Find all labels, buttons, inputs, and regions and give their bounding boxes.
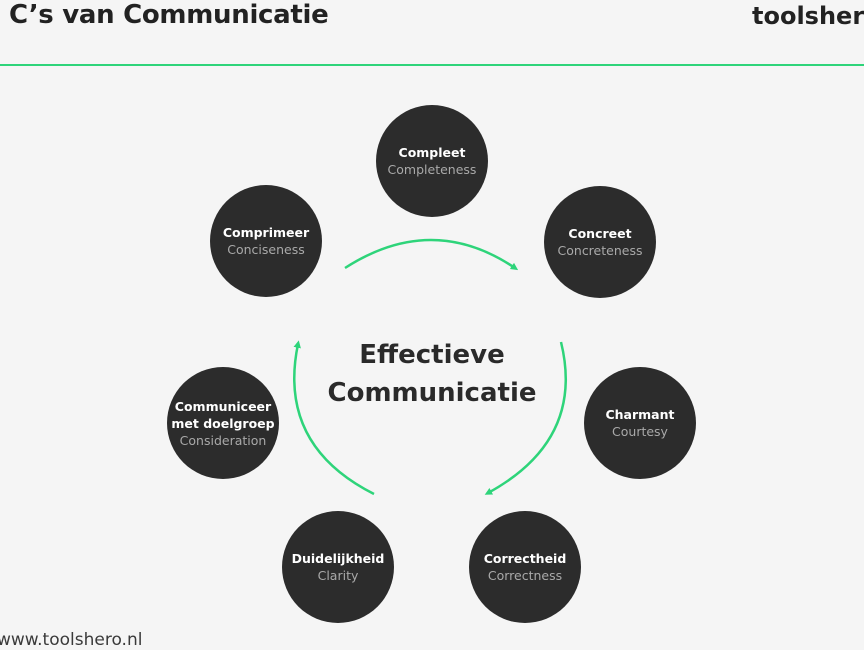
node-label: Correctheid xyxy=(483,551,567,566)
footer-url: www.toolshero.nl xyxy=(0,630,143,650)
node-comprimeer: Comprimeer Conciseness xyxy=(210,185,322,297)
node-sublabel: Correctness xyxy=(487,568,563,583)
node-label: Compleet xyxy=(398,145,466,160)
node-sublabel: Clarity xyxy=(317,568,359,583)
arrow-top-icon xyxy=(344,238,519,271)
node-compleet: Compleet Completeness xyxy=(376,105,488,217)
center-title: Effectieve Communicatie xyxy=(312,336,552,412)
node-sublabel: Concreteness xyxy=(557,243,643,258)
node-sublabel: Consideration xyxy=(179,432,267,448)
node-correctheid: Correctheid Correctness xyxy=(469,511,581,623)
node-sublabel: Courtesy xyxy=(612,424,668,439)
node-sublabel: Completeness xyxy=(387,162,477,177)
node-communiceer-met-doelgroep: Communiceer met doelgroep Consideration xyxy=(167,367,279,479)
node-label: Comprimeer xyxy=(222,225,310,240)
arrow-right-icon xyxy=(484,341,568,495)
brand-logo: toolshero xyxy=(752,2,864,30)
node-concreet: Concreet Concreteness xyxy=(544,186,656,298)
node-label-line-2: met doelgroep xyxy=(171,415,275,431)
arrow-left-icon xyxy=(293,340,375,496)
center-title-line-1: Effectieve xyxy=(359,340,505,370)
node-label: Communiceer xyxy=(174,398,272,414)
node-label: Duidelijkheid xyxy=(291,551,385,566)
node-charmant: Charmant Courtesy xyxy=(584,367,696,479)
header-divider xyxy=(0,64,864,66)
center-title-line-2: Communicatie xyxy=(327,378,537,408)
node-sublabel: Conciseness xyxy=(227,242,305,257)
node-label: Charmant xyxy=(605,407,675,422)
node-duidelijkheid: Duidelijkheid Clarity xyxy=(282,511,394,623)
node-label: Concreet xyxy=(568,226,632,241)
page-title: C’s van Communicatie xyxy=(9,0,329,30)
